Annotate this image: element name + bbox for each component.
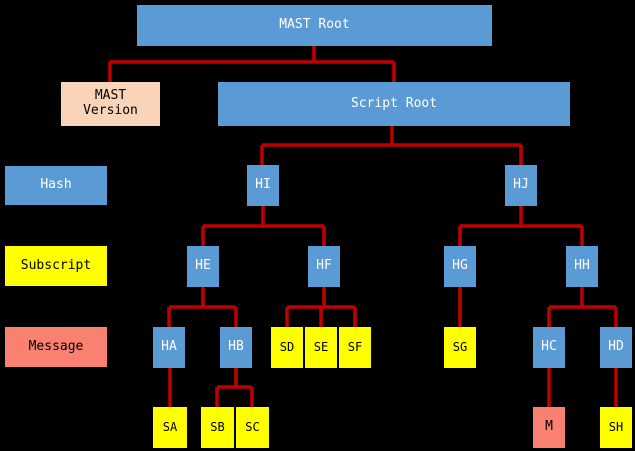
node-SE[interactable]: SE [305, 327, 337, 368]
node-SD[interactable]: SD [271, 327, 303, 368]
node-SB[interactable]: SB [201, 407, 234, 448]
edge-HI [201, 206, 326, 246]
node-label: Script Root [350, 95, 438, 111]
edge-HJ [458, 206, 584, 246]
node-mast_version[interactable]: MAST Version [61, 82, 160, 126]
node-label: SD [279, 339, 295, 354]
node-label: SH [608, 419, 624, 434]
edge-HH [547, 287, 618, 327]
node-HI[interactable]: HI [247, 165, 279, 206]
node-HE[interactable]: HE [187, 246, 219, 287]
node-label: SB [210, 419, 225, 434]
node-label: HE [195, 258, 211, 274]
node-HD[interactable]: HD [600, 327, 632, 368]
node-label: HD [608, 339, 624, 355]
node-label: M [545, 419, 553, 435]
edge-script_root [260, 126, 523, 165]
node-label: HH [574, 258, 590, 274]
legend-item-subscript: Subscript [5, 246, 107, 286]
node-M[interactable]: M [533, 407, 565, 448]
node-label: HF [316, 258, 332, 274]
edge-HF [285, 287, 357, 327]
legend-item-label: Hash [40, 177, 72, 193]
node-SA[interactable]: SA [153, 407, 187, 448]
node-label: MAST Root [279, 17, 350, 33]
node-SH[interactable]: SH [600, 407, 632, 448]
node-label: HI [255, 177, 271, 193]
legend-item-label: Subscript [20, 257, 92, 273]
node-label: SF [347, 339, 363, 354]
node-HC[interactable]: HC [533, 327, 565, 368]
node-mast_root[interactable]: MAST Root [137, 5, 492, 46]
node-SF[interactable]: SF [339, 327, 371, 368]
node-label: SC [245, 419, 260, 434]
node-label: MAST Version [83, 88, 138, 118]
node-label: SG [452, 339, 468, 354]
node-label: HJ [513, 177, 529, 193]
node-HF[interactable]: HF [308, 246, 340, 287]
node-HG[interactable]: HG [444, 246, 476, 287]
edge-HB [215, 368, 254, 407]
node-label: SA [162, 419, 178, 434]
node-SC[interactable]: SC [236, 407, 269, 448]
node-HH[interactable]: HH [566, 246, 598, 287]
edge-mast_root [108, 46, 396, 82]
edge-HE [167, 287, 238, 327]
legend-item-message: Message [5, 327, 107, 367]
node-HJ[interactable]: HJ [505, 165, 537, 206]
node-SG[interactable]: SG [444, 327, 476, 368]
node-script_root[interactable]: Script Root [218, 82, 570, 126]
node-label: HB [228, 339, 244, 355]
node-label: HA [161, 339, 177, 355]
legend-item-hash: Hash [5, 166, 107, 205]
node-HB[interactable]: HB [220, 327, 252, 368]
node-label: HG [452, 258, 468, 274]
legend-item-label: Message [28, 338, 84, 354]
node-label: HC [541, 339, 557, 355]
node-HA[interactable]: HA [153, 327, 185, 368]
node-label: SE [313, 339, 329, 354]
